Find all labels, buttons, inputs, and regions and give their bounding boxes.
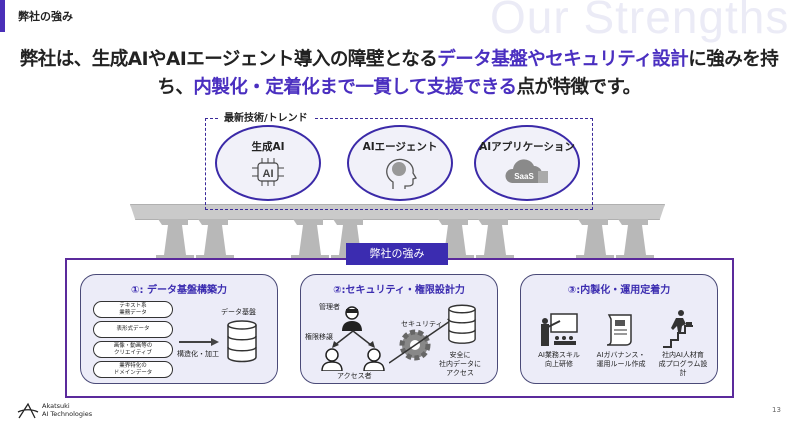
arrow-right-icon bbox=[179, 338, 219, 346]
watermark: Our Strengths bbox=[490, 0, 790, 43]
user-icon bbox=[363, 348, 385, 371]
headline-text: 点が特徴です。 bbox=[516, 77, 641, 98]
page-section-title: 弊社の強み bbox=[18, 10, 73, 23]
security-gear-icon bbox=[389, 317, 455, 364]
card-title: ②:セキュリティ・権限設計力 bbox=[333, 285, 465, 296]
saas-text: SaaS bbox=[514, 172, 534, 181]
delegation-label: 権限移譲 bbox=[305, 333, 333, 341]
card-title: ③:内製化・運用定着力 bbox=[567, 285, 671, 296]
trend-ai-application: AIアプリケーション SaaS bbox=[474, 125, 580, 201]
arrow-label: 構造化・加工 bbox=[177, 350, 219, 358]
card-data-platform: ①: データ基盤構築力 テキスト系 業務データ 表形式データ 画像・動画等の ク… bbox=[80, 274, 278, 384]
header-accent-bar bbox=[0, 0, 5, 32]
target-label: データ基盤 bbox=[221, 308, 256, 316]
card-title: ①: データ基盤構築力 bbox=[131, 285, 227, 296]
source-pill: テキスト系 業務データ bbox=[93, 301, 173, 318]
source-pill: 業界特化の ドメインデータ bbox=[93, 361, 173, 378]
admin-person-icon bbox=[342, 306, 362, 331]
database-icon bbox=[227, 320, 257, 363]
headline-highlight: 内製化・定着化まで一貫して支援できる bbox=[193, 77, 517, 98]
strengths-tab: 弊社の強み bbox=[346, 243, 448, 265]
training-icon bbox=[541, 313, 578, 346]
trend-label: 生成AI bbox=[251, 141, 285, 153]
result-label: 安全に 社内データに アクセス bbox=[439, 351, 481, 377]
access-users-label: アクセス者 bbox=[337, 372, 372, 380]
headline-highlight: データ基盤やセキュリティ設計 bbox=[437, 49, 689, 70]
document-scroll-icon bbox=[606, 314, 632, 346]
adoption-item-label: AI業務スキル 向上研修 bbox=[538, 351, 580, 368]
headline-text: ち、 bbox=[157, 77, 194, 98]
trend-label: AIアプリケーション bbox=[479, 141, 575, 153]
admin-label: 管理者 bbox=[319, 303, 340, 311]
climbing-stairs-icon bbox=[663, 310, 693, 348]
ai-chip-icon: AI bbox=[252, 158, 284, 186]
card-security: ②:セキュリティ・権限設計力 管理者 権限移譲 アクセス者 セキュリティ 安全に… bbox=[300, 274, 498, 384]
source-pill: 画像・動画等の クリエイティブ bbox=[93, 341, 173, 358]
brain-head-icon bbox=[386, 158, 417, 189]
trend-ai-agent: AIエージェント bbox=[347, 125, 453, 201]
trends-box bbox=[205, 118, 593, 210]
card-adoption: ③:内製化・運用定着力 AI業務スキル 向上研修 AIガバナンス・ 運用ルール作… bbox=[520, 274, 718, 384]
headline-text: 弊社は、生成AIやAIエージェント導入の障壁となる bbox=[19, 49, 438, 70]
bridge-pillars bbox=[156, 219, 654, 260]
saas-cloud-icon: SaaS bbox=[505, 159, 548, 183]
company-logo-icon bbox=[17, 402, 39, 419]
headline-text: に強みを持 bbox=[688, 49, 779, 70]
svg-text:AI: AI bbox=[263, 168, 274, 180]
headline-line-2: ち、内製化・定着化まで一貫して支援できる点が特徴です。 bbox=[0, 73, 798, 99]
user-icon bbox=[321, 348, 343, 371]
adoption-item-label: 社内AI人材育 成プログラム設 計 bbox=[658, 351, 708, 377]
page-number: 13 bbox=[772, 406, 781, 414]
trend-label: AIエージェント bbox=[362, 141, 438, 153]
trend-generative-ai: 生成AI AI bbox=[215, 125, 321, 201]
headline-line-1: 弊社は、生成AIやAIエージェント導入の障壁となるデータ基盤やセキュリティ設計に… bbox=[0, 45, 798, 71]
database-icon bbox=[448, 304, 476, 344]
trends-label: 最新技術/トレンド bbox=[218, 109, 314, 124]
adoption-item-label: AIガバナンス・ 運用ルール作成 bbox=[596, 351, 646, 368]
source-pill: 表形式データ bbox=[93, 321, 173, 338]
security-label: セキュリティ bbox=[401, 320, 443, 328]
company-name: Akatsuki AI Technologies bbox=[42, 402, 93, 418]
delegation-arrows-icon bbox=[332, 330, 375, 348]
